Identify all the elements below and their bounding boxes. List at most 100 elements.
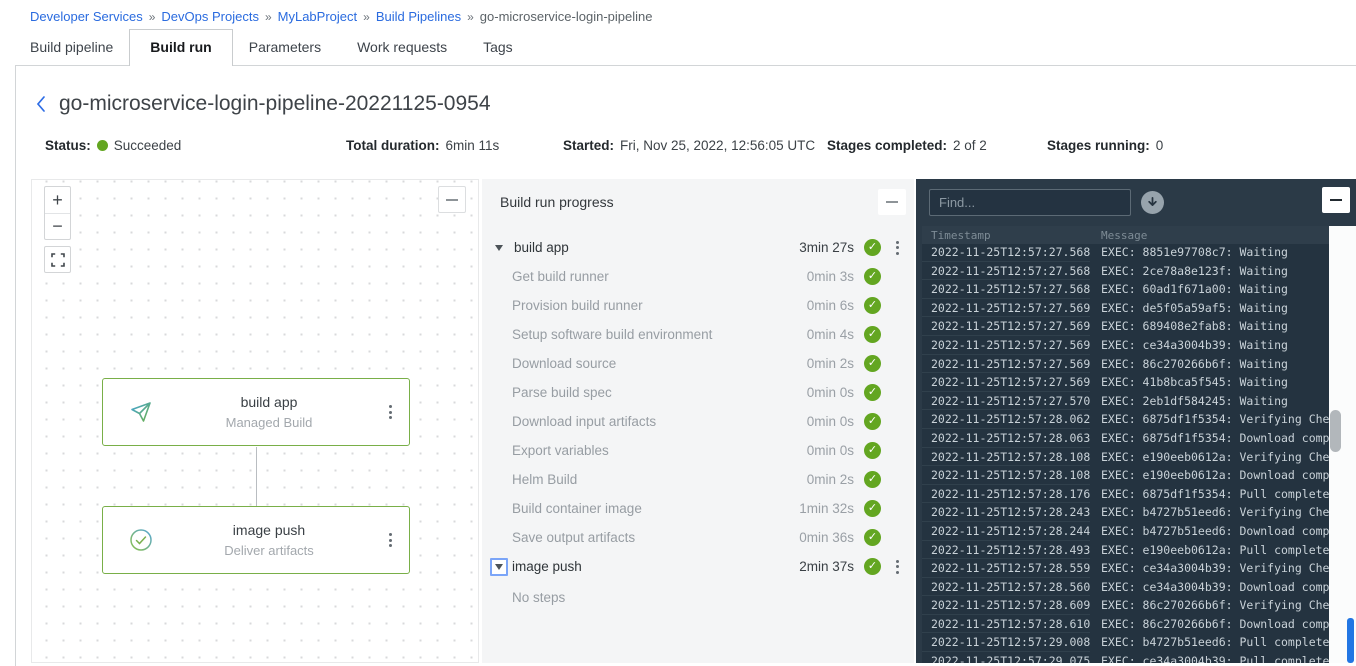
log-table-header: Timestamp Message [922, 226, 1329, 244]
breadcrumb-link[interactable]: Developer Services [30, 9, 143, 24]
breadcrumb-link[interactable]: DevOps Projects [161, 9, 259, 24]
scroll-to-bottom-button[interactable] [1141, 191, 1164, 214]
log-message: EXEC: 41b8bca5f545: Waiting [1101, 375, 1288, 390]
success-check-icon [864, 239, 881, 256]
stage-block: image push 2min 37s No steps [482, 552, 914, 613]
log-message: EXEC: ce34a3004b39: Verifying Checksum [1101, 561, 1329, 576]
status-dot-icon [96, 140, 108, 151]
tab-work-requests[interactable]: Work requests [357, 39, 448, 55]
node-text: build app Managed Build [155, 394, 383, 430]
breadcrumb-separator: » [467, 10, 474, 24]
tab-tags[interactable]: Tags [483, 39, 513, 55]
log-scrollbar-thumb[interactable] [1330, 410, 1341, 452]
log-timestamp: 2022-11-25T12:57:27.569Z [922, 373, 1090, 392]
step-row[interactable]: Parse build spec 0min 0s [482, 378, 914, 407]
step-name: Helm Build [512, 472, 578, 487]
success-check-icon [864, 413, 881, 430]
step-row[interactable]: Save output artifacts 0min 36s [482, 523, 914, 552]
log-scrollbar-track[interactable] [1329, 226, 1356, 663]
log-message: EXEC: b4727b51eed6: Pull complete [1101, 635, 1329, 650]
log-message: EXEC: ce34a3004b39: Pull complete [1101, 654, 1329, 663]
log-message: EXEC: ce34a3004b39: Download complete [1101, 579, 1329, 594]
summary-item: Stages running: 0 [1047, 138, 1163, 153]
log-row: 2022-11-25T12:57:28.560Z EXEC: ce34a3004… [922, 578, 1329, 597]
step-name: Export variables [512, 443, 609, 458]
step-name: Get build runner [512, 269, 609, 284]
log-timestamp: 2022-11-25T12:57:28.559Z [922, 559, 1090, 578]
breadcrumb-link[interactable]: MyLabProject [277, 9, 358, 24]
stage-duration: 2min 37s [799, 559, 854, 574]
log-row: 2022-11-25T12:57:27.569Z EXEC: 689408e2f… [922, 317, 1329, 336]
summary-value: Fri, Nov 25, 2022, 12:56:05 UTC [620, 138, 816, 153]
zoom-in-button[interactable]: + [52, 189, 63, 210]
log-row: 2022-11-25T12:57:27.569Z EXEC: 86c270266… [922, 355, 1329, 374]
chevron-left-icon [36, 96, 45, 112]
summary-item: Stages completed: 2 of 2 [827, 138, 1047, 153]
triangle-down-icon [495, 244, 503, 251]
stage-node-build-app[interactable]: build app Managed Build [102, 378, 410, 446]
log-row: 2022-11-25T12:57:28.493Z EXEC: e190eeb06… [922, 541, 1329, 560]
log-row: 2022-11-25T12:57:28.063Z EXEC: 6875df1f5… [922, 429, 1329, 448]
step-name: Provision build runner [512, 298, 643, 313]
tab-parameters[interactable]: Parameters [248, 39, 322, 55]
log-timestamp: 2022-11-25T12:57:27.569Z [922, 299, 1090, 318]
success-check-icon [864, 384, 881, 401]
collapse-log-button[interactable] [1322, 187, 1350, 213]
kebab-menu-icon[interactable] [890, 240, 904, 255]
summary-value: 0 [1155, 138, 1164, 153]
step-row[interactable]: Export variables 0min 0s [482, 436, 914, 465]
log-message: EXEC: e190eeb0612a: Pull complete [1101, 542, 1329, 557]
step-row[interactable]: Get build runner 0min 3s [482, 262, 914, 291]
zoom-controls: + − [44, 186, 71, 240]
kebab-menu-icon[interactable] [890, 559, 904, 574]
breadcrumb-separator: » [363, 10, 370, 24]
step-row[interactable]: Helm Build 0min 2s [482, 465, 914, 494]
log-message: EXEC: 2eb1df584245: Waiting [1101, 393, 1288, 408]
kebab-menu-icon[interactable] [383, 405, 397, 419]
summary-item: Total duration: 6min 11s [346, 138, 563, 153]
stage-row[interactable]: image push 2min 37s [482, 552, 914, 581]
step-duration: 0min 2s [806, 356, 854, 371]
summary-label: Total duration: [346, 138, 440, 153]
progress-panel-title: Build run progress [500, 194, 614, 210]
breadcrumb-current: go-microservice-login-pipeline [479, 9, 653, 24]
log-row: 2022-11-25T12:57:27.568Z EXEC: 60ad1f671… [922, 280, 1329, 299]
stage-list: build app 3min 27s Get build runner 0min… [482, 233, 914, 613]
step-row[interactable]: Build container image 1min 32s [482, 494, 914, 523]
find-input[interactable] [929, 189, 1131, 216]
log-row: 2022-11-25T12:57:28.062Z EXEC: 6875df1f5… [922, 410, 1329, 429]
breadcrumb-link[interactable]: Build Pipelines [375, 9, 462, 24]
tab-build-run[interactable]: Build run [129, 29, 233, 66]
step-row[interactable]: Setup software build environment 0min 4s [482, 320, 914, 349]
step-duration: 0min 0s [806, 385, 854, 400]
log-message: EXEC: 6875df1f5354: Verifying Checksum [1101, 412, 1329, 427]
title-row: go-microservice-login-pipeline-20221125-… [29, 92, 1356, 116]
step-name: Parse build spec [512, 385, 612, 400]
log-row: 2022-11-25T12:57:28.244Z EXEC: b4727b51e… [922, 522, 1329, 541]
zoom-out-button[interactable]: − [45, 213, 70, 239]
step-row[interactable]: Download input artifacts 0min 0s [482, 407, 914, 436]
fit-to-screen-button[interactable] [44, 246, 71, 273]
step-row[interactable]: Download source 0min 2s [482, 349, 914, 378]
collapse-diagram-button[interactable] [438, 186, 466, 213]
pipeline-diagram-panel: + − [31, 179, 479, 663]
summary-label: Started: [563, 138, 615, 153]
summary-label: Status: [45, 138, 91, 153]
page-scrollbar-thumb[interactable] [1347, 618, 1354, 663]
stage-row[interactable]: build app 3min 27s [482, 233, 914, 262]
log-row: 2022-11-25T12:57:29.075Z EXEC: ce34a3004… [922, 652, 1329, 663]
collapse-progress-button[interactable] [878, 189, 906, 215]
kebab-menu-icon[interactable] [383, 533, 397, 547]
tab-build-pipeline[interactable]: Build pipeline [30, 39, 114, 55]
paper-plane-icon [129, 400, 155, 424]
stage-collapse-toggle[interactable] [490, 557, 508, 576]
summary-item: Started: Fri, Nov 25, 2022, 12:56:05 UTC [563, 138, 827, 153]
log-timestamp: 2022-11-25T12:57:29.075Z [922, 652, 1090, 663]
log-message: EXEC: 86c270266b6f: Verifying Checksum [1101, 598, 1329, 613]
stage-collapse-toggle[interactable] [490, 239, 508, 257]
step-name: Download input artifacts [512, 414, 657, 429]
stage-node-image-push[interactable]: image push Deliver artifacts [102, 506, 410, 574]
step-row[interactable]: Provision build runner 0min 6s [482, 291, 914, 320]
back-button[interactable] [29, 95, 51, 113]
triangle-down-icon [495, 563, 503, 570]
